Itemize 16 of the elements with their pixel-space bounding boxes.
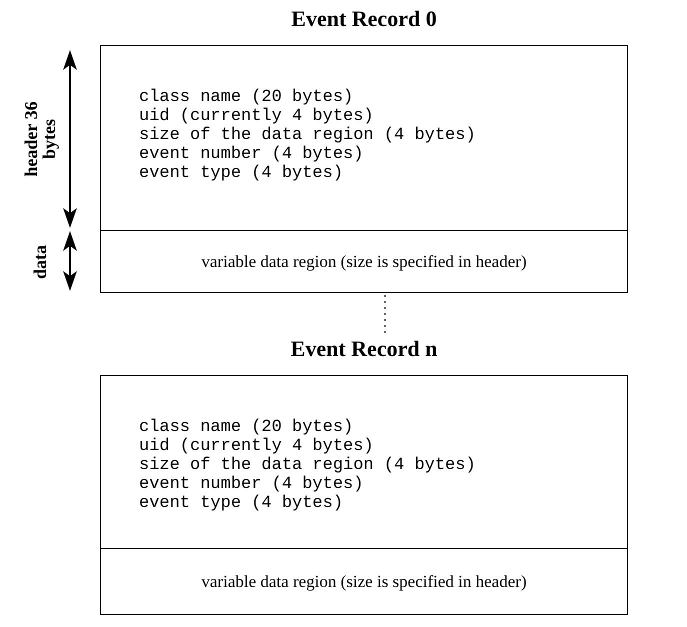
dimension-label: header 36 bytes [22,100,58,179]
data-text: variable data region (size is specified in header) [201,252,527,272]
field-text: class name (20 bytes) [139,418,354,437]
record-title: Event Record 0 [290,6,438,32]
field-text: event number (4 bytes) [139,475,364,494]
data-text: variable data region (size is specified in header) [201,572,527,592]
field-text: uid (currently 4 bytes) [139,437,374,456]
field-text: size of the data region (4 bytes) [139,126,476,145]
field-text: event number (4 bytes) [139,145,364,164]
field-text: event type (4 bytes) [139,494,344,513]
field-text: class name (20 bytes) [139,88,354,107]
field-text: event type (4 bytes) [139,164,344,183]
dimension-label: data [31,244,49,282]
field-text: size of the data region (4 bytes) [139,456,476,475]
record-title: Event Record n [290,336,438,362]
field-text: uid (currently 4 bytes) [139,107,374,126]
